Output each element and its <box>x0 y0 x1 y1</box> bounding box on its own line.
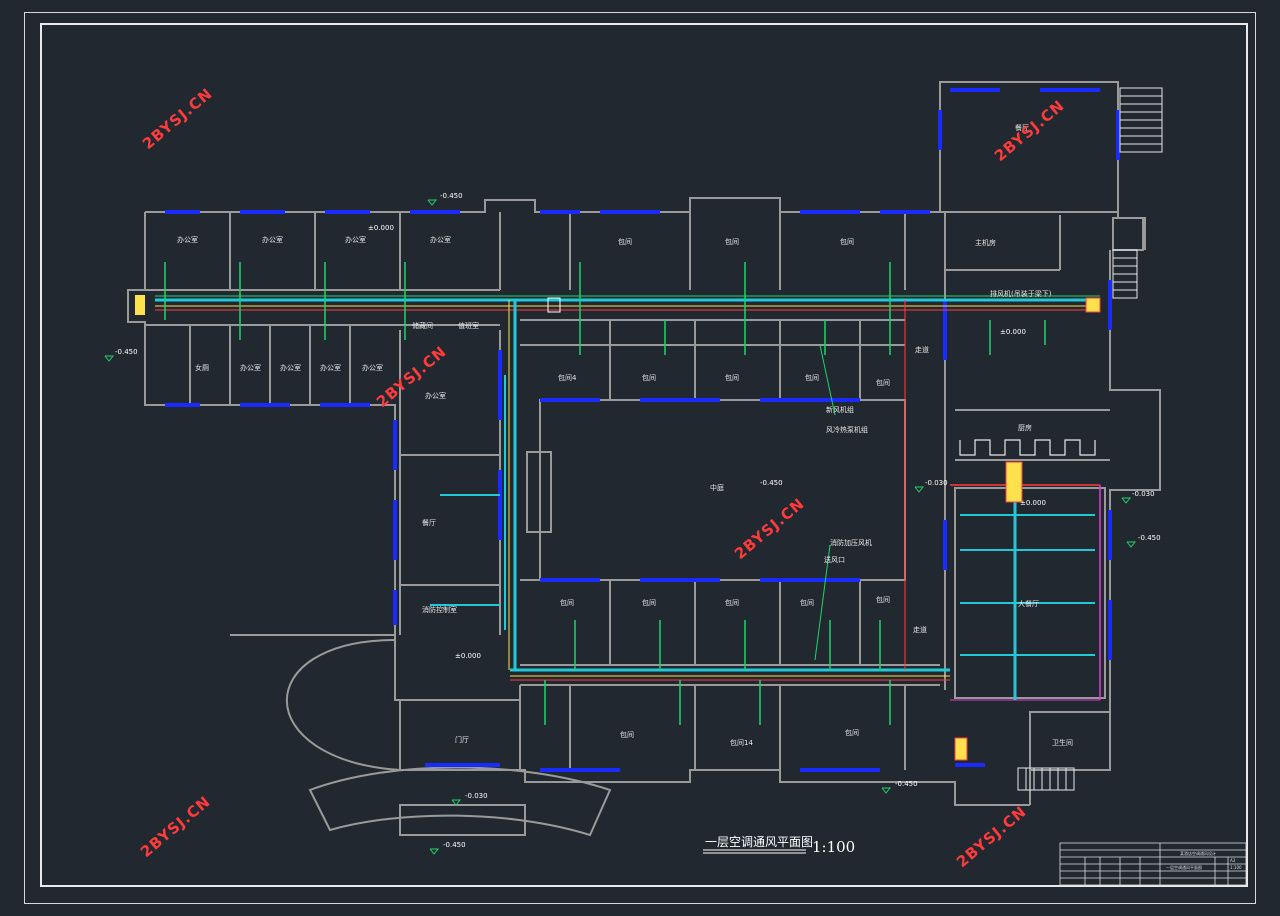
annotation-notes: 排风机(吊装于梁下) 新风机组 风冷热泵机组 消防加压风机 送风口 <box>824 289 1052 564</box>
room-label: 包间 <box>725 237 739 246</box>
drawing-title-text: 一层空调通风平面图 <box>705 835 813 849</box>
title-block-text: 某酒店空调通风设计 一层空调通风平面图 1:100 A3 <box>1166 850 1242 870</box>
drawing-title: 一层空调通风平面图 1:100 <box>703 835 855 856</box>
watermarks: 2BYSJ.CN 2BYSJ.CN 2BYSJ.CN 2BYSJ.CN 2BYS… <box>137 84 1068 871</box>
building-walls <box>127 81 1161 837</box>
elevation-marks: -0.450 ±0.000 -0.450 ±0.000 -0.450 -0.03… <box>115 192 1161 849</box>
room-label: 包间 <box>642 598 656 607</box>
room-label: 办公室 <box>430 235 451 244</box>
elevation-mark: -0.030 <box>925 479 948 487</box>
room-label: 包间 <box>725 373 739 382</box>
room-label: 包间 <box>620 730 634 739</box>
equipment-note: 风冷热泵机组 <box>826 425 868 434</box>
elevation-mark: -0.450 <box>443 841 466 849</box>
room-label: 中庭 <box>710 483 724 492</box>
watermark-text: 2BYSJ.CN <box>991 96 1068 165</box>
room-label: 门厅 <box>455 735 469 744</box>
room-label: 办公室 <box>280 363 301 372</box>
room-label: 办公室 <box>177 235 198 244</box>
room-label: 厨房 <box>1018 423 1032 432</box>
room-label: 包间 <box>560 598 574 607</box>
equipment <box>135 295 1101 761</box>
watermark-text: 2BYSJ.CN <box>731 494 808 563</box>
room-label: 包间 <box>845 728 859 737</box>
room-label: 办公室 <box>240 363 261 372</box>
stairs <box>1017 87 1163 791</box>
watermark-text: 2BYSJ.CN <box>137 792 214 861</box>
room-label: 值班室 <box>458 321 479 330</box>
title-block-sheet: 一层空调通风平面图 <box>1166 864 1202 870</box>
elevation-mark: -0.450 <box>115 348 138 356</box>
watermark-text: 2BYSJ.CN <box>953 802 1030 871</box>
title-block <box>1059 842 1247 886</box>
room-label: 大餐厅 <box>1018 599 1039 608</box>
room-label: 走道 <box>915 345 929 354</box>
watermark-text: 2BYSJ.CN <box>373 342 450 411</box>
kitchen-counter <box>959 439 1096 456</box>
room-label: 包间 <box>618 237 632 246</box>
room-label: 办公室 <box>345 235 366 244</box>
drawing-frame-outer <box>24 12 1256 904</box>
room-label: 主机房 <box>975 238 996 247</box>
room-label: 办公室 <box>320 363 341 372</box>
room-label: 卫生间 <box>1052 738 1073 747</box>
elevation-mark: ±0.000 <box>455 652 481 660</box>
equipment-note: 送风口 <box>824 555 845 564</box>
elevation-mark: -0.450 <box>440 192 463 200</box>
room-label: 包间14 <box>730 738 753 747</box>
room-label: 消防控制室 <box>422 605 457 614</box>
room-label: 餐厅 <box>422 518 436 527</box>
drawing-frame-inner <box>40 23 1248 887</box>
elevation-mark: ±0.000 <box>1020 499 1046 507</box>
room-label: 包间4 <box>558 373 577 382</box>
title-block-sheet-no: A3 <box>1230 858 1236 863</box>
room-labels: 办公室 办公室 办公室 办公室 办公室 办公室 办公室 办公室 办公室 女厕 储… <box>177 123 1073 747</box>
room-label: 包间 <box>642 373 656 382</box>
elevation-arrows <box>104 199 1137 855</box>
windows <box>165 88 1120 772</box>
title-block-project: 某酒店空调通风设计 <box>1180 850 1216 856</box>
room-label: 办公室 <box>425 391 446 400</box>
room-label: 包间 <box>805 373 819 382</box>
elevation-mark: -0.030 <box>465 792 488 800</box>
room-label: 走道 <box>913 625 927 634</box>
equipment-note: 消防加压风机 <box>830 538 872 547</box>
equipment-note: 新风机组 <box>826 405 854 414</box>
room-label: 餐厅 <box>1015 123 1029 132</box>
elevation-mark: -0.030 <box>1132 490 1155 498</box>
room-label: 办公室 <box>362 363 383 372</box>
room-label: 储藏间 <box>412 321 433 330</box>
elevation-mark: -0.450 <box>760 479 783 487</box>
room-label: 包间 <box>876 595 890 604</box>
drawing-scale: 1:100 <box>812 838 855 856</box>
elevation-mark: -0.450 <box>1138 534 1161 542</box>
room-label: 包间 <box>840 237 854 246</box>
title-block-scale: 1:100 <box>1230 865 1242 870</box>
equipment-note: 排风机(吊装于梁下) <box>990 289 1052 298</box>
elevation-mark: ±0.000 <box>1000 328 1026 336</box>
room-label: 办公室 <box>262 235 283 244</box>
elevation-mark: -0.450 <box>895 780 918 788</box>
room-label: 女厕 <box>195 363 209 372</box>
main-supply-duct <box>155 262 1101 725</box>
room-label: 包间 <box>876 378 890 387</box>
watermark-text: 2BYSJ.CN <box>139 84 216 153</box>
room-label: 包间 <box>800 598 814 607</box>
elevation-mark: ±0.000 <box>368 224 394 232</box>
room-label: 包间 <box>725 598 739 607</box>
